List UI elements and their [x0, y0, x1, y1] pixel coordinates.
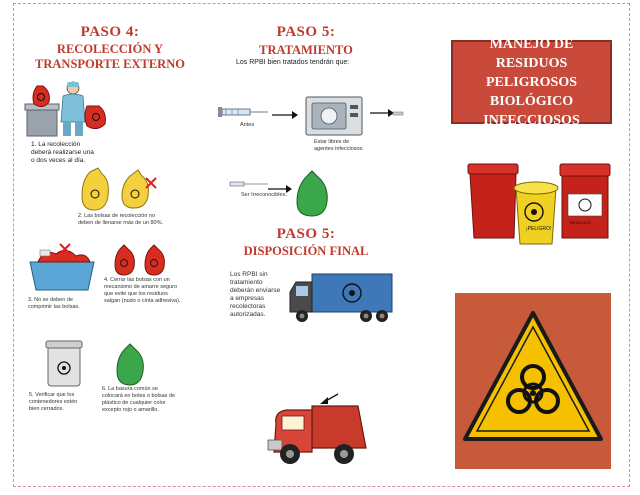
arrow-right-icon: [268, 185, 292, 193]
arrow-right-icon: [370, 109, 394, 117]
paso5-tratamiento-subheading: TRATAMIENTO: [259, 43, 353, 57]
red-x-icon: [145, 177, 157, 189]
cover-title-box: MANEJO DE RESIDUOS PELIGROSOS BIOLÓGICO …: [451, 37, 612, 128]
paso4-item2: 2. Las bolsas de recolección no deben de…: [78, 213, 164, 226]
red-x-icon: [59, 243, 71, 255]
rpbi-containers-illustration: ¡PELIGRO! RESIDUOS: [467, 163, 611, 245]
broken-syringe-icon: [392, 111, 404, 116]
container-label2: RESIDUOS: [570, 220, 591, 225]
green-bag-icon: [116, 343, 144, 386]
free-infectious-label: Estar libres de agentes infecciosos.: [314, 139, 364, 152]
paso4-item5: 5. Verificar que los contenedores estén …: [29, 392, 78, 412]
paso4-item4: 4. Cerrar las bolsas con un mecanismo de…: [104, 277, 181, 304]
paso5-tratamiento-heading: PASO 5:: [276, 24, 336, 40]
trash-can-icon: [45, 340, 83, 387]
paso4-item1: 1. La recolección deberá realizarse una …: [31, 141, 94, 164]
disposicion-text: Los RPBI sin tratamiento deberán enviars…: [230, 271, 281, 318]
biohazard-icon: [463, 311, 603, 441]
arrow-left-icon: [320, 393, 339, 404]
before-label: Antes: [240, 122, 255, 128]
paso4-item6: 6. La basura común se colocará en botes …: [102, 386, 176, 413]
yellow-bags-illustration: [81, 167, 157, 211]
syringe-icon: [218, 107, 268, 117]
red-truck-illustration: [267, 393, 367, 464]
needle-icon: [229, 181, 268, 187]
paso4-subheading: RECOLECCIÓN Y TRANSPORTE EXTERNO: [35, 42, 185, 71]
paso5-disposicion-subheading: DISPOSICIÓN FINAL: [243, 244, 369, 258]
paso4-heading: PASO 4:: [80, 24, 140, 40]
worker-illustration: [24, 81, 106, 137]
tied-red-bags-illustration: [114, 244, 165, 276]
arrow-right-icon: [272, 111, 298, 119]
compress-bags-illustration: [29, 243, 95, 291]
hazard-panel: [455, 293, 611, 469]
paso4-item3: 3. No se deben de comprimir las bolsas.: [28, 297, 80, 310]
truck-icon: [289, 273, 393, 322]
paso5-disposicion-heading: PASO 5:: [276, 226, 336, 242]
autoclave-icon: [305, 96, 363, 136]
container-label: ¡PELIGRO!: [526, 226, 551, 232]
cover-title: MANEJO DE RESIDUOS PELIGROSOS BIOLÓGICO …: [483, 36, 580, 128]
page-border: [13, 3, 630, 487]
paso5-tratamiento-intro: Los RPBI bien tratados tendrán que:: [236, 59, 350, 66]
unrecognizable-label: Ser Irreconocibles.: [241, 192, 287, 198]
green-bag-icon: [296, 170, 328, 217]
